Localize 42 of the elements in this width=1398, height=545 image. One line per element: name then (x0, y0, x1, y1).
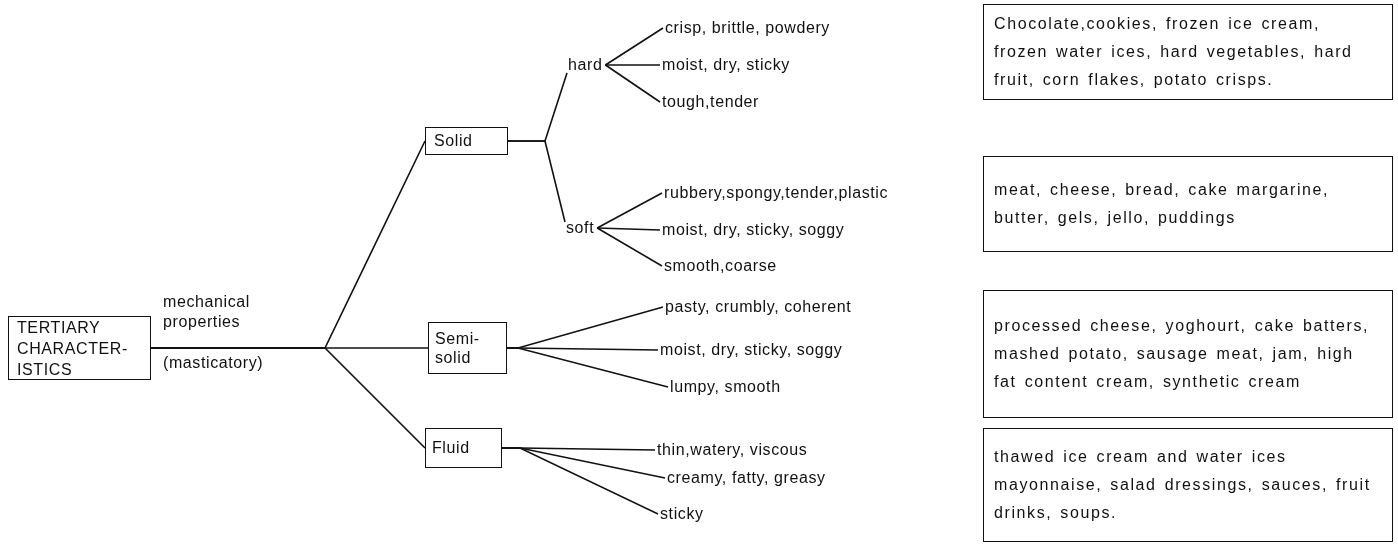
connector-line (507, 140, 566, 223)
category-label: TERTIARY CHARACTER- ISTICS (17, 317, 129, 380)
connector-line (506, 347, 669, 388)
annotation-text: (masticatory) (163, 353, 265, 373)
subcategory-label: soft (566, 218, 595, 238)
food-examples-box (983, 156, 1393, 252)
connector-line (604, 64, 661, 103)
attribute-text: pasty, crumbly, coherent (665, 297, 852, 317)
subcategory-label: hard (568, 55, 603, 75)
attribute-text: crisp, brittle, powdery (665, 18, 830, 38)
connector-line (596, 227, 663, 267)
food-examples-box (983, 428, 1393, 542)
attribute-text: creamy, fatty, greasy (667, 468, 826, 488)
food-examples-box (983, 4, 1393, 100)
connector-line (596, 192, 663, 229)
connector-line (596, 227, 661, 231)
example-text: Chocolate,cookies, frozen ice cream, frozen water ices, hard vegetables, hard fruit, corn flakes, potato crisps. (994, 14, 1354, 90)
food-examples-box (983, 290, 1393, 418)
example-text: meat, cheese, bread, cake margarine, butter, gels, jello, puddings (994, 180, 1331, 228)
category-box (425, 428, 502, 468)
category-box (428, 322, 507, 374)
attribute-text: thin,watery, viscous (657, 440, 808, 460)
category-label: Solid (434, 131, 473, 151)
category-label: Fluid (432, 438, 470, 458)
attribute-text: rubbery,spongy,tender,plastic (664, 183, 889, 203)
example-text: processed cheese, yoghourt, cake batters, mashed potato, sausage meat, jam, high fat content cream, synthetic cream (994, 316, 1371, 392)
category-label: Semi- solid (435, 329, 481, 367)
attribute-text: moist, dry, sticky, soggy (660, 340, 843, 360)
annotation-text: mechanical properties (163, 292, 251, 332)
example-text: thawed ice cream and water ices mayonnaise, salad dressings, sauces, fruit drinks, soups. (994, 447, 1372, 523)
attribute-text: tough,tender (662, 92, 760, 112)
attribute-text: smooth,coarse (664, 256, 777, 276)
connector-line (501, 447, 659, 515)
connector-line (150, 347, 426, 449)
attribute-text: sticky (660, 504, 704, 524)
connector-line (604, 64, 661, 66)
category-box (8, 316, 151, 380)
attribute-text: moist, dry, sticky, soggy (662, 220, 845, 240)
attribute-text: lumpy, smooth (670, 377, 781, 397)
category-box (425, 127, 508, 155)
attribute-text: moist, dry, sticky (662, 55, 790, 75)
connector-line (604, 27, 664, 66)
